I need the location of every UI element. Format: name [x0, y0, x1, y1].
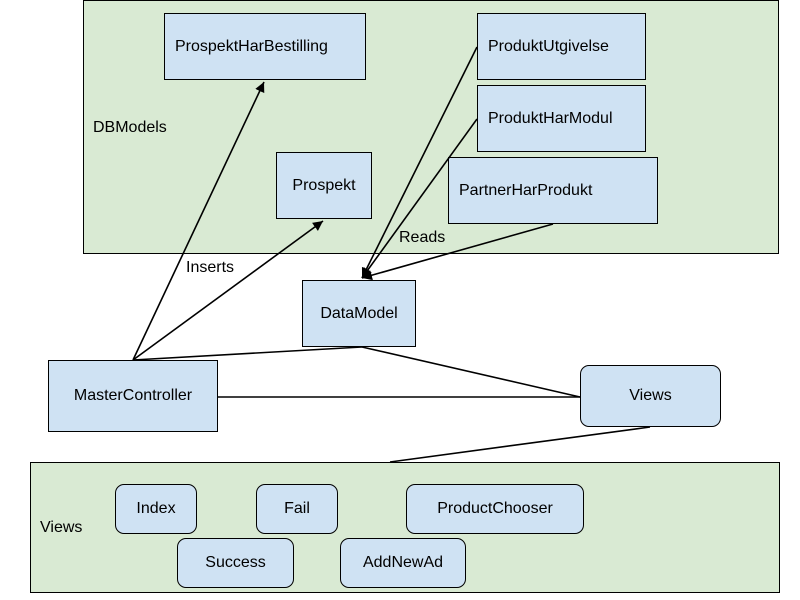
edge-views-to-views-group — [389, 426, 651, 463]
node-master-controller[interactable]: MasterController — [48, 360, 218, 432]
node-add-new-ad[interactable]: AddNewAd — [340, 538, 466, 588]
node-product-chooser[interactable]: ProductChooser — [406, 484, 584, 534]
views-group-label: Views — [40, 519, 83, 536]
node-index[interactable]: Index — [115, 484, 197, 534]
edge-master-to-data-model — [132, 346, 363, 361]
node-data-model[interactable]: DataModel — [302, 280, 416, 347]
node-fail[interactable]: Fail — [256, 484, 338, 534]
node-prospekt[interactable]: Prospekt — [276, 152, 372, 219]
node-success[interactable]: Success — [177, 538, 294, 588]
node-produkt-har-modul[interactable]: ProduktHarModul — [477, 85, 646, 152]
dbmodels-group-label: DBModels — [93, 119, 167, 136]
node-produkt-utgivelse[interactable]: ProduktUtgivelse — [477, 13, 646, 80]
edge-label-inserts: Inserts — [186, 259, 235, 276]
node-views[interactable]: Views — [580, 365, 721, 427]
edge-label-reads: Reads — [399, 229, 446, 246]
node-prospekt-har-bestilling[interactable]: ProspektHarBestilling — [164, 13, 366, 80]
edge-data-model-to-views — [361, 346, 581, 398]
node-partner-har-produkt[interactable]: PartnerHarProdukt — [448, 157, 658, 224]
